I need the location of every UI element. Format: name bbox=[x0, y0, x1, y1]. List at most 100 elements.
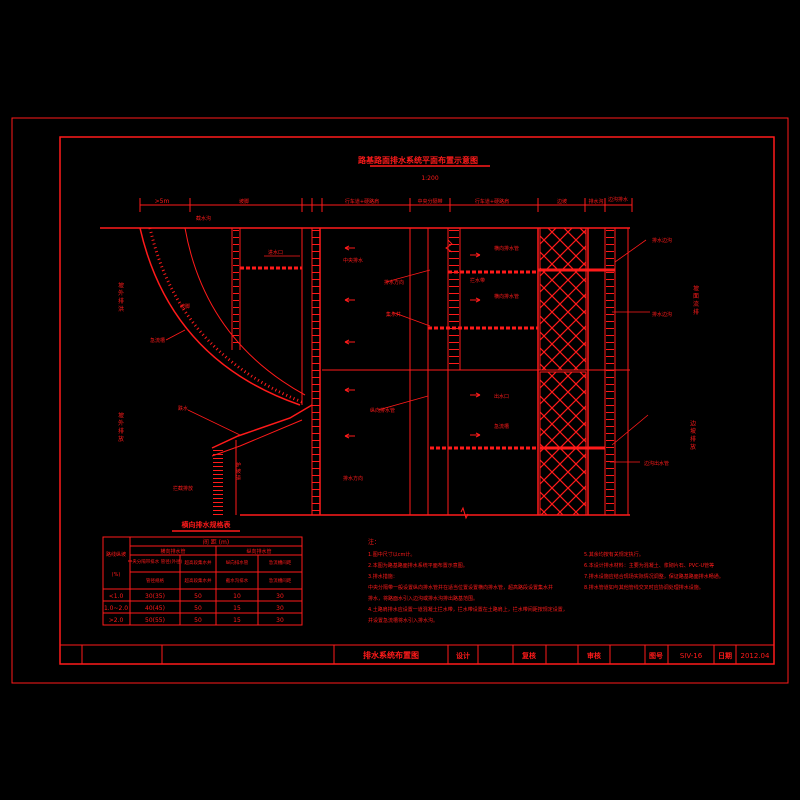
table-row-header-unit: (%) bbox=[112, 572, 121, 578]
dim-carriageway-left: 行车道+硬路肩 bbox=[345, 198, 379, 205]
table-cell: 30(35) bbox=[145, 593, 165, 600]
table-cell: 10 bbox=[233, 593, 241, 600]
table-cell: 15 bbox=[233, 605, 241, 612]
table-body: <1.0 30(35) 50 10 30 1.0~2.0 40(45) 50 1… bbox=[104, 593, 284, 624]
drawing-title: 路基路面排水系统平面布置示意图 bbox=[358, 155, 478, 165]
label-median-drain: 中央排水 bbox=[343, 257, 363, 264]
label-well: 集水井 bbox=[386, 311, 401, 318]
break-mark-left bbox=[460, 506, 469, 520]
slope-hatch-bottom bbox=[539, 371, 587, 516]
note-line: 并设置急流槽将水引入排水沟。 bbox=[368, 617, 438, 624]
label-flow-b: 排水方向 bbox=[343, 475, 363, 482]
dim-median: 中央分隔带 bbox=[417, 198, 442, 205]
label-left-bottom: 坡 外 排 放 bbox=[117, 411, 124, 443]
table-cell: 50(55) bbox=[145, 617, 165, 624]
title-block-review: 审核 bbox=[587, 651, 601, 660]
note-right-line: 6.本设计排水材料：主要为混凝土、浆砌片石、PVC-U管等 bbox=[584, 562, 714, 569]
table-cell: 1.0~2.0 bbox=[104, 605, 128, 612]
table-row-header: 路线纵坡 bbox=[106, 551, 126, 558]
drop-structure-b bbox=[211, 419, 303, 457]
table-cell: 50 bbox=[194, 605, 202, 612]
table-sub-left: 横向排水管 bbox=[160, 548, 185, 555]
cross-pipes bbox=[240, 266, 615, 450]
label-slope-b: 坡脚 bbox=[180, 303, 190, 310]
title-block-name: 排水系统布置图 bbox=[363, 650, 419, 660]
note-line: 3.排水措施： bbox=[368, 573, 398, 580]
title-block-sheet-label: 图号 bbox=[649, 651, 663, 660]
table-cell: 40(45) bbox=[145, 605, 165, 612]
label-inlet: 进水口 bbox=[268, 249, 283, 256]
title-block-check: 复核 bbox=[521, 651, 536, 660]
dim-slope-right: 边坡 bbox=[557, 198, 567, 205]
dim-ditch: 排水沟 bbox=[588, 198, 603, 205]
ramp-curve-outer bbox=[139, 227, 301, 406]
table-cell: 30 bbox=[276, 605, 284, 612]
title-block-date: 2012.04 bbox=[741, 652, 770, 660]
table-col-0: 中央分隔带排水 管径(外径) bbox=[128, 558, 183, 565]
label-slope-a: 急流槽 bbox=[150, 337, 165, 344]
table-note-0: 管径规格 bbox=[146, 577, 164, 584]
table-col-3: 急流槽间距 bbox=[269, 559, 292, 566]
title-block bbox=[60, 644, 774, 664]
label-cross-pipe-b: 横向排水管 bbox=[494, 293, 519, 300]
table-group-header: 间 距 (m) bbox=[203, 538, 229, 546]
break-mark-top bbox=[445, 239, 453, 253]
table-col-2: 纵向排水管 bbox=[226, 559, 249, 566]
table-grid bbox=[102, 536, 303, 626]
table-cell: 15 bbox=[233, 617, 241, 624]
note-line: 2.本图为路基路面排水系统平面布置示意图。 bbox=[368, 562, 468, 569]
table-col-1: 超高段集水井 bbox=[185, 559, 212, 566]
note-line: 中央分隔带一般设置纵向排水管并在适当位置设置横向排水管，超高路段设置集水井 bbox=[368, 584, 553, 591]
note-right-line: 7.排水设施应结合现场实际情况调整，保证路基路面排水畅通。 bbox=[584, 573, 724, 580]
note-right-line: 5.其余均按有关规定执行。 bbox=[584, 551, 644, 558]
leader-lines bbox=[165, 239, 650, 463]
label-outlet-a: 出水口 bbox=[494, 393, 509, 400]
ramp-curve-inner bbox=[184, 227, 306, 396]
table-note-3: 急流槽间距 bbox=[269, 577, 292, 584]
dimension-line bbox=[139, 198, 633, 212]
flow-arrows bbox=[344, 245, 481, 439]
label-cross-pipe-a: 横向排水管 bbox=[494, 245, 519, 252]
note-line: 1.图中尺寸以cm计。 bbox=[368, 551, 415, 558]
table-cell: 50 bbox=[194, 593, 202, 600]
label-drop: 跌水 bbox=[178, 405, 188, 412]
ramp-curve-hatch bbox=[148, 227, 303, 404]
label-slope-c: 截水沟 bbox=[196, 215, 211, 222]
note-line: 排水，将路面水引入边沟或排水沟排出路基范围。 bbox=[368, 595, 478, 602]
label-right-c: 边沟出水管 bbox=[644, 460, 669, 467]
label-right-a: 排水边沟 bbox=[652, 237, 672, 244]
table-cell: 50 bbox=[194, 617, 202, 624]
outer-frame bbox=[11, 117, 789, 684]
title-block-design: 设计 bbox=[456, 651, 470, 660]
label-outlet-b: 急流槽 bbox=[494, 423, 509, 430]
label-mid: 纵向排水管 bbox=[370, 407, 395, 414]
table-cell: <1.0 bbox=[109, 593, 124, 600]
table-cell: 30 bbox=[276, 617, 284, 624]
notes-heading: 注： bbox=[368, 538, 380, 546]
dim-carriageway-right: 行车道+硬路肩 bbox=[475, 198, 509, 205]
title-block-date-label: 日期 bbox=[718, 651, 732, 660]
label-protect: 护 坡 道 bbox=[235, 461, 241, 481]
drawing-scale: 1:200 bbox=[421, 175, 438, 182]
note-line: 4.土路肩排水应设置一道混凝土拦水带，拦水带设置在土路肩上，拦水带间距按规定设置… bbox=[368, 606, 568, 613]
title-block-sheet-no: SIV-16 bbox=[680, 652, 703, 660]
table-note-1: 超高段集水井 bbox=[185, 577, 212, 584]
slope-hatch-top bbox=[539, 227, 587, 371]
road-lines bbox=[231, 228, 629, 515]
label-left-top: 坡 外 排 洪 bbox=[117, 281, 124, 313]
table-note-2: 截水沟排水 bbox=[226, 577, 249, 584]
label-discharge: 拦截排放 bbox=[173, 485, 193, 492]
table-sub-right: 纵向排水管 bbox=[246, 548, 271, 555]
label-right-b: 排水边沟 bbox=[652, 311, 672, 318]
dim-drain-ditch: 边沟排水 bbox=[608, 196, 628, 203]
dim-left-width: >5m bbox=[155, 198, 170, 205]
drop-structure bbox=[211, 404, 313, 449]
label-side-ditch: 拦水带 bbox=[470, 277, 485, 284]
dim-slope: 坡脚 bbox=[239, 198, 249, 205]
inner-frame bbox=[59, 136, 775, 665]
label-right-top: 坡 面 流 排 bbox=[692, 284, 699, 316]
table-cell: >2.0 bbox=[109, 617, 124, 624]
table-title: 横向排水规格表 bbox=[182, 520, 232, 529]
table-cell: 30 bbox=[276, 593, 284, 600]
